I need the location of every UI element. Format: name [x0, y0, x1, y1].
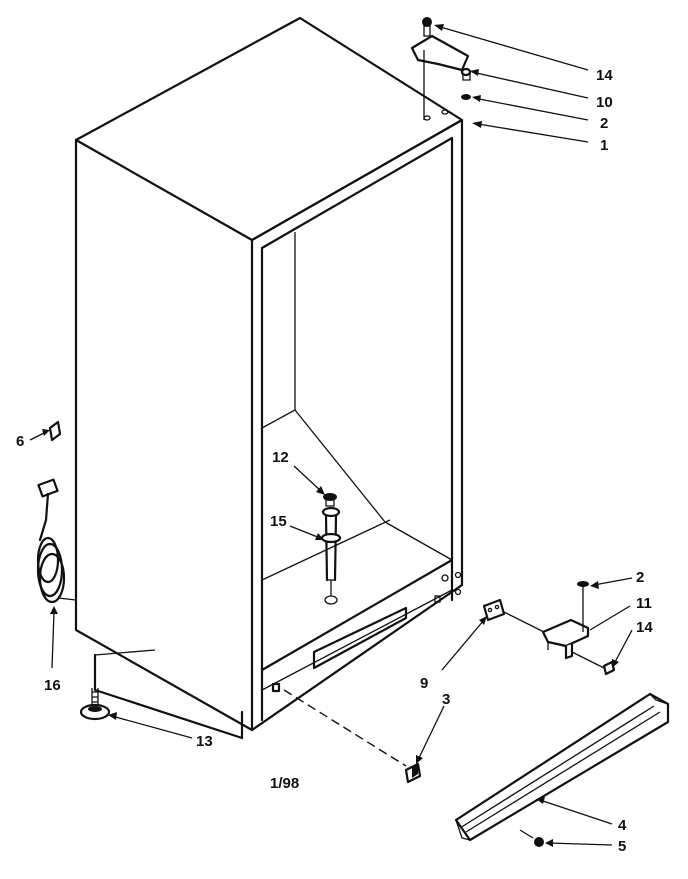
callout-2-right: 2 [636, 569, 644, 586]
drain-tube-assembly [320, 493, 342, 605]
top-hinge-assembly [410, 17, 472, 120]
kick-plate-clip [404, 762, 422, 784]
callout-12: 12 [272, 449, 289, 466]
callout-16: 16 [44, 677, 61, 694]
callout-9: 9 [420, 675, 428, 692]
callout-13: 13 [196, 733, 213, 750]
kick-plate-screw [519, 829, 544, 847]
kick-plate-grille [454, 692, 670, 842]
install-path-line [283, 689, 407, 767]
leader-lines [29, 24, 633, 847]
callout-15: 15 [270, 513, 287, 530]
callout-4: 4 [618, 817, 627, 834]
callout-3: 3 [442, 691, 450, 708]
cabinet-outline [74, 16, 464, 740]
callout-11: 11 [636, 595, 652, 612]
callout-14-top: 14 [596, 67, 613, 84]
callout-6: 6 [16, 433, 24, 450]
callout-1: 1 [600, 137, 608, 154]
power-cord [36, 478, 77, 604]
callout-14-right: 14 [636, 619, 653, 636]
bottom-hinge-assembly [482, 581, 616, 676]
callout-10: 10 [596, 94, 613, 111]
leveling-leg [79, 688, 111, 721]
clip-part [48, 420, 62, 442]
callout-5: 5 [618, 838, 626, 855]
footer-code: 1/98 [270, 775, 299, 792]
callout-labels: 14 10 2 1 6 16 13 12 15 2 11 14 9 3 4 5 … [16, 67, 653, 855]
callout-2-top: 2 [600, 115, 608, 132]
